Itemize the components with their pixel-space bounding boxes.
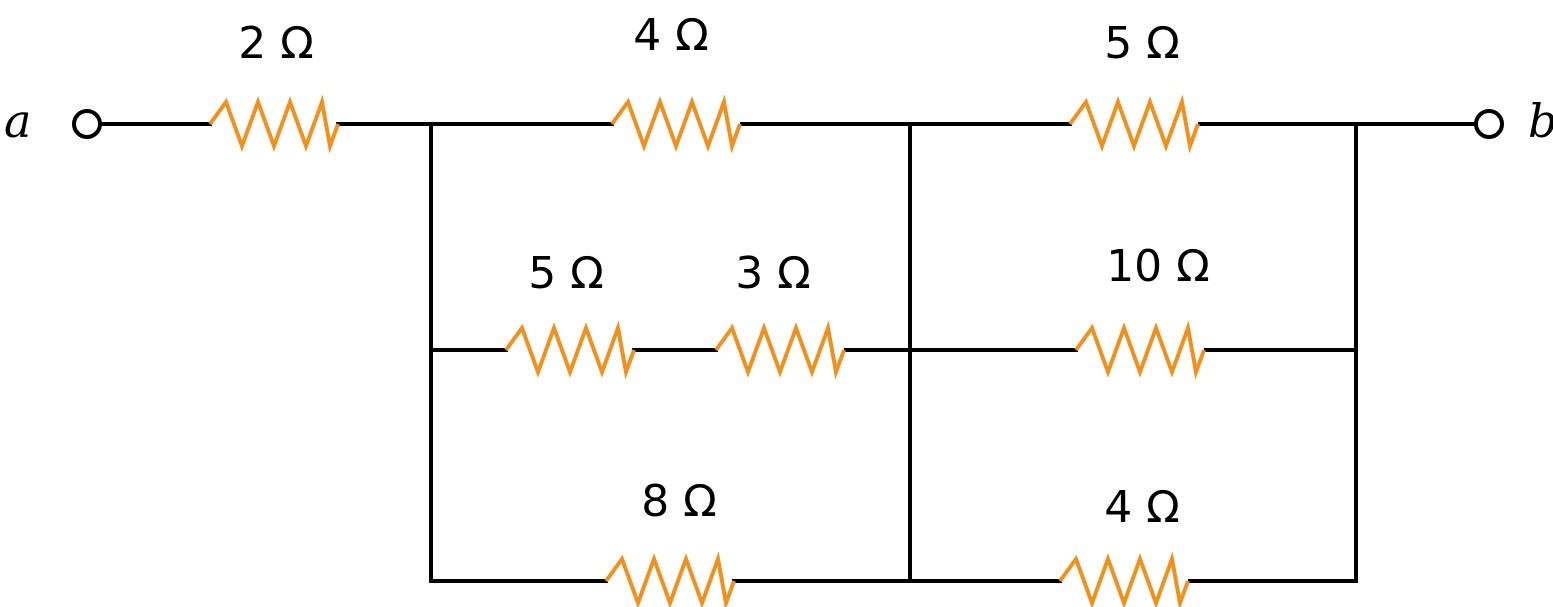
terminal-b-label: b — [1528, 94, 1553, 148]
resistor-8ohm-bottom-left — [604, 551, 736, 607]
label-r-4ohm-top-middle: 4 Ω — [633, 10, 709, 61]
resistor-3ohm-middle-left — [714, 320, 846, 380]
label-r-3ohm-middle-left: 3 Ω — [735, 248, 811, 299]
circuit-wires — [100, 122, 1475, 583]
label-r-8ohm-bottom-left: 8 Ω — [641, 476, 717, 527]
resistor-5ohm-top-right — [1068, 94, 1200, 154]
resistor-4ohm-top-middle — [610, 94, 742, 154]
terminal-a[interactable] — [72, 109, 102, 139]
terminal-b[interactable] — [1474, 109, 1504, 139]
terminals: a b — [4, 94, 1553, 148]
label-r-5ohm-top-right: 5 Ω — [1104, 18, 1180, 69]
terminal-a-label: a — [4, 94, 31, 148]
resistor-5ohm-middle-left — [504, 320, 636, 380]
resistor-4ohm-bottom-right — [1058, 551, 1190, 607]
resistor-10ohm-middle-right — [1074, 320, 1206, 380]
label-r-4ohm-bottom-right: 4 Ω — [1104, 482, 1180, 533]
resistor-labels: 2 Ω 4 Ω 5 Ω 5 Ω 3 Ω 10 Ω 8 Ω 4 Ω — [238, 10, 1210, 533]
label-r-5ohm-middle-left: 5 Ω — [528, 248, 604, 299]
resistor-2ohm-top-left — [208, 94, 340, 154]
resistors — [208, 94, 1206, 607]
label-r-10ohm-middle-right: 10 Ω — [1106, 241, 1210, 292]
label-r-2ohm-top-left: 2 Ω — [238, 18, 314, 69]
